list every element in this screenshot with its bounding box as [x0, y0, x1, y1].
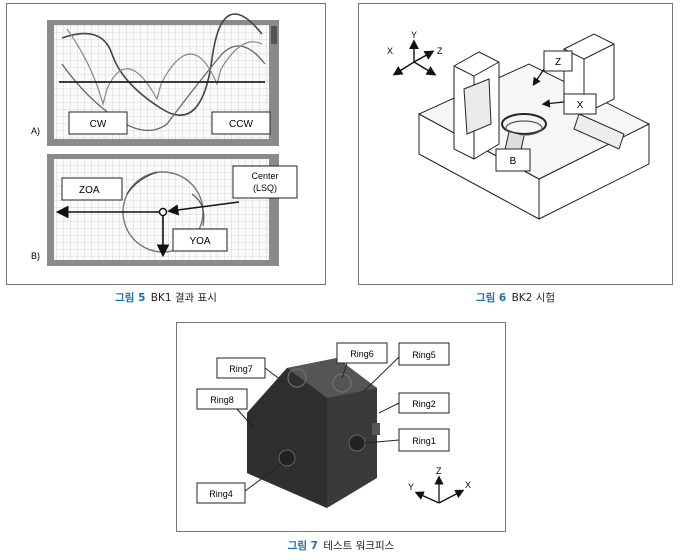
center-box — [232, 165, 298, 199]
box-b — [495, 148, 531, 172]
ccw-box — [211, 111, 271, 135]
ring7-label: Ring7 — [229, 364, 253, 374]
ring5-label: Ring5 — [412, 350, 436, 360]
figure5-panel: CW CCW A) ZOA YOA Center (LSQ) B) — [6, 3, 326, 285]
axis-x-label: X — [387, 46, 393, 56]
figure6-panel: Y X Z Z X B — [358, 3, 673, 285]
plot-a: CW CCW — [47, 13, 279, 146]
panel-a-label: A) — [31, 126, 40, 136]
ring6-label: Ring6 — [350, 349, 374, 359]
axis-z-label: Z — [437, 46, 443, 56]
axis-gizmo: Y X Z — [387, 30, 443, 76]
center-point — [158, 207, 168, 217]
fig7-axis-y-label: Y — [408, 482, 414, 492]
figure5-caption: 그림 5 BK1 결과 표시 — [6, 290, 326, 305]
figure7-caption-number: 그림 7 — [287, 540, 318, 552]
sine-curve-1 — [61, 13, 263, 116]
figure7-caption: 그림 7 테스트 워크피스 — [176, 538, 506, 553]
center-label-2: (LSQ) — [253, 183, 277, 193]
ring5-box — [398, 342, 450, 366]
box-x — [563, 93, 597, 115]
cw-box — [68, 111, 128, 135]
ring2-label: Ring2 — [412, 399, 436, 409]
figure6-caption-number: 그림 6 — [475, 292, 507, 304]
fig7-axis-x-label: X — [465, 480, 471, 490]
abs-curve — [66, 28, 263, 107]
sine-curve-2 — [61, 45, 266, 131]
ring6-box — [336, 342, 388, 364]
center-arrow — [167, 201, 240, 216]
box-b-label: B — [510, 156, 517, 167]
center-label-1: Center — [251, 171, 278, 181]
ring4-label: Ring4 — [209, 489, 233, 499]
figure6-caption: 그림 6 BK2 시험 — [358, 290, 673, 305]
cw-label: CW — [90, 119, 107, 130]
workpiece — [247, 358, 380, 508]
plot-b: ZOA YOA Center (LSQ) — [47, 154, 298, 266]
yoa-label: YOA — [189, 236, 210, 247]
figure6-graphic: Y X Z Z X B — [387, 30, 651, 220]
machine-drawing — [417, 33, 651, 220]
figure7-graphic: Ring7 Ring6 Ring5 Ring8 Ring2 Ring1 Ring… — [196, 342, 471, 508]
figure7-caption-text: 테스트 워크피스 — [323, 540, 395, 552]
box-z — [543, 50, 573, 72]
box-x-label: X — [577, 100, 584, 111]
figure5-caption-text: BK1 결과 표시 — [150, 292, 217, 304]
ring1-label: Ring1 — [412, 436, 436, 446]
panel-b-label: B) — [31, 251, 40, 261]
figure5-caption-number: 그림 5 — [115, 292, 146, 304]
ring8-box — [196, 388, 248, 410]
ccw-label: CCW — [229, 119, 253, 130]
fig7-axis-z-label: Z — [436, 466, 442, 476]
yoa-box — [172, 228, 228, 252]
axis-y-label: Y — [411, 30, 417, 40]
figure5-graphic: CW CCW A) ZOA YOA Center (LSQ) B) — [31, 13, 298, 266]
zoa-box — [61, 177, 123, 201]
zoa-label: ZOA — [79, 185, 100, 196]
box-z-label: Z — [555, 57, 561, 68]
ring8-label: Ring8 — [210, 395, 234, 405]
axis-gizmo-fig7: Z Y X — [408, 466, 471, 504]
ring4-box — [196, 482, 246, 504]
figure7-panel: Ring7 Ring6 Ring5 Ring8 Ring2 Ring1 Ring… — [176, 322, 506, 532]
ring-tool — [501, 113, 547, 135]
figure6-caption-text: BK2 시험 — [511, 292, 556, 304]
